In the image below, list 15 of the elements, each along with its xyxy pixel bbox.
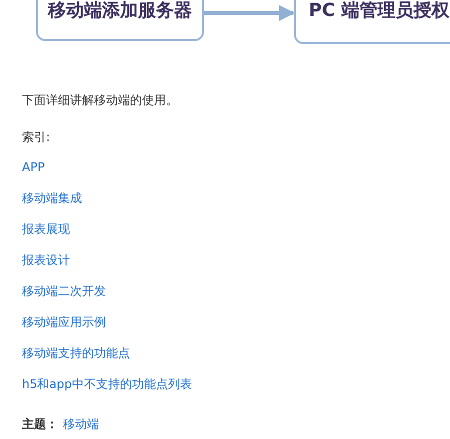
index-link: 移动端二次开发 [22,283,106,299]
index-link: 移动端支持的功能点 [22,345,130,361]
topic-link: 移动端 [63,416,99,432]
body-text: 下面详细讲解移动端的使用。 [22,92,178,108]
index-link: 移动端应用示例 [22,314,106,330]
index-link: h5和app中不支持的功能点列表 [22,376,192,392]
index-link: 移动端集成 [22,190,82,206]
arrow [204,5,295,21]
index-link: APP [22,159,45,175]
index-link: 报表展现 [22,221,70,237]
index-heading: 索引: [22,129,50,145]
box-label: PC 端管理员授权 [308,0,450,22]
index-link: 报表设计 [22,252,70,268]
box-label: 移动端添加服务器 [48,0,192,22]
topic-label: 主题： [22,416,58,432]
